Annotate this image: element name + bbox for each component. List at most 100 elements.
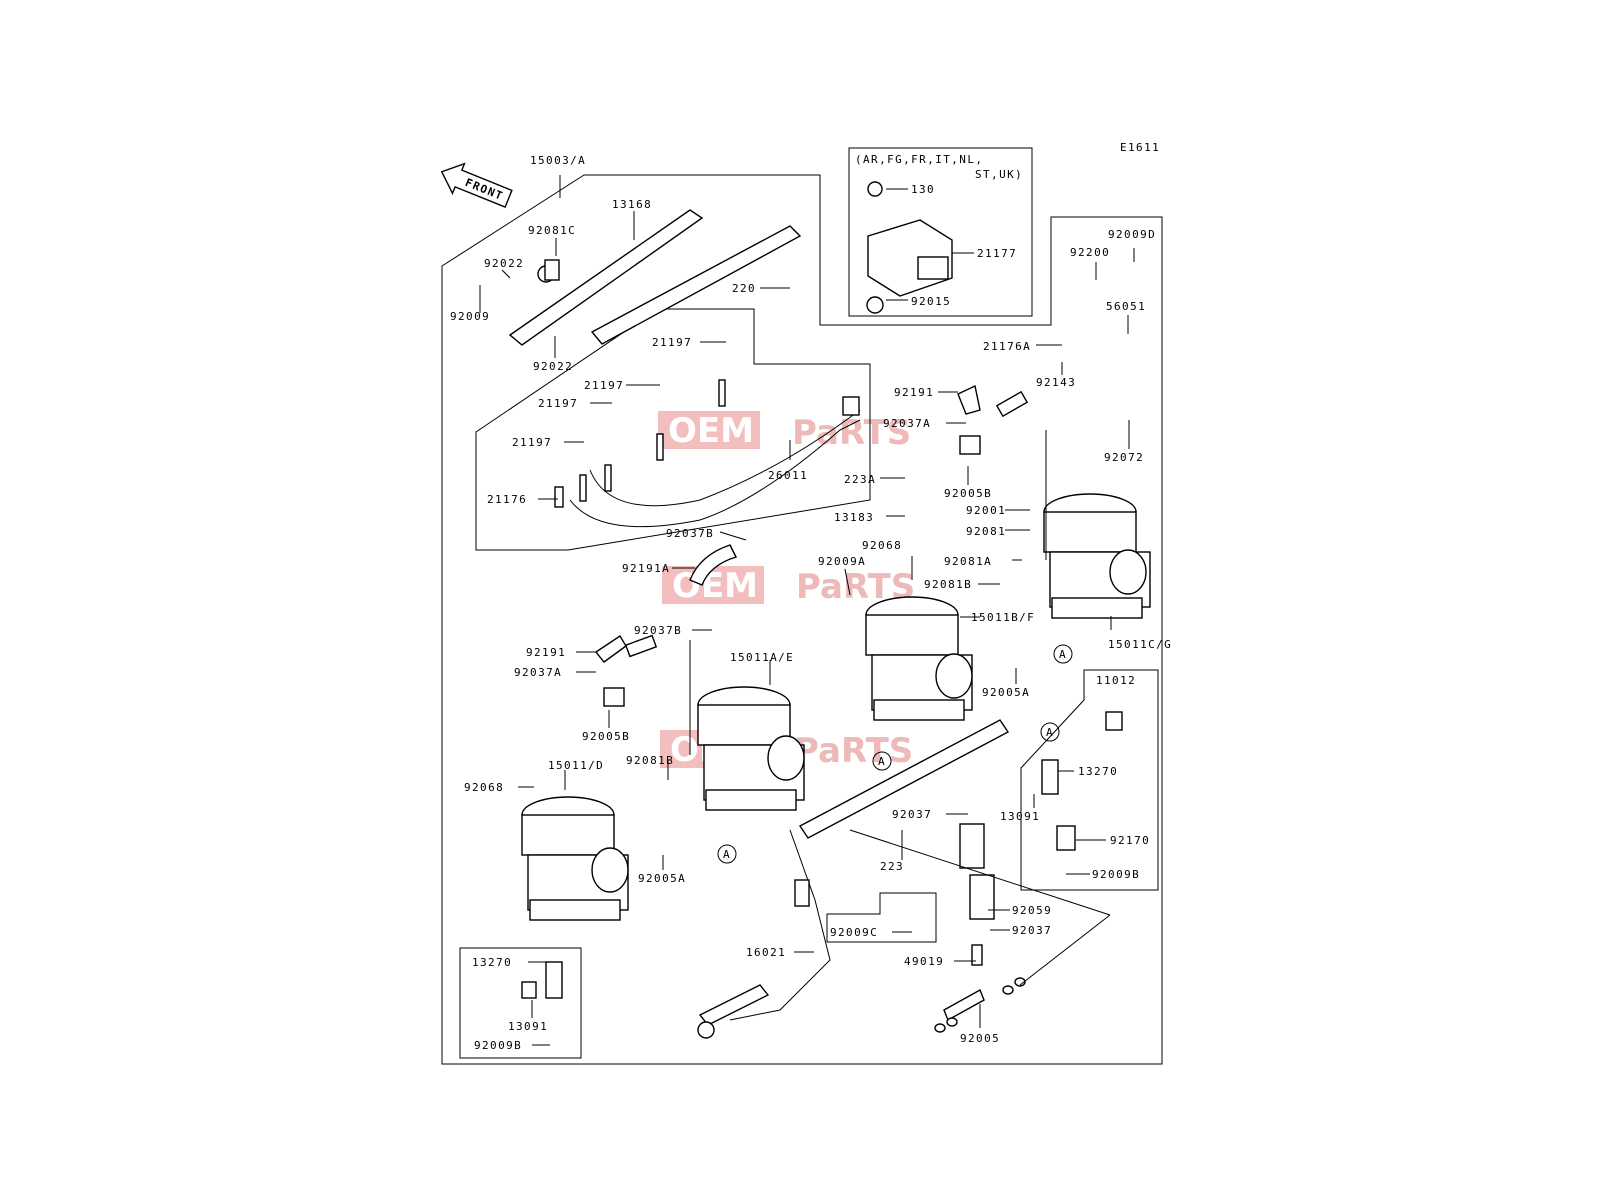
part-label: 130 bbox=[911, 183, 935, 196]
screw-sub-box bbox=[826, 892, 937, 943]
part-label: 49019 bbox=[904, 955, 944, 968]
watermark-2: OEM PaRTS bbox=[662, 566, 915, 607]
carburetor-3-icon bbox=[865, 596, 973, 721]
part-label: 16021 bbox=[746, 946, 786, 959]
part-label: 92143 bbox=[1036, 376, 1076, 389]
part-label: 15011C/G bbox=[1108, 638, 1172, 651]
carburetor-4-icon bbox=[1043, 493, 1151, 619]
choke-bracket-left bbox=[521, 961, 563, 999]
part-label: 92009 bbox=[450, 310, 490, 323]
leader-lines bbox=[479, 175, 1135, 1046]
wiring-sub-box bbox=[475, 308, 871, 551]
part-label: 92068 bbox=[862, 539, 902, 552]
part-label: 92015 bbox=[911, 295, 951, 308]
part-label: 92191 bbox=[894, 386, 934, 399]
part-label: 21197 bbox=[584, 379, 624, 392]
watermark-parts-text: PaRTS bbox=[794, 731, 913, 771]
watermark-1: OEM PaRTS bbox=[658, 411, 911, 453]
carburetor-2-icon bbox=[697, 686, 805, 811]
part-label: 92022 bbox=[484, 257, 524, 270]
part-label: 92005B bbox=[582, 730, 630, 743]
part-label: 92009B bbox=[474, 1039, 522, 1052]
part-label: 92037A bbox=[883, 417, 931, 430]
igniter-unit-icon bbox=[866, 181, 953, 314]
part-label: 92005A bbox=[638, 872, 686, 885]
part-label: 92009D bbox=[1108, 228, 1156, 241]
part-label: 92005A bbox=[982, 686, 1030, 699]
part-label: 21197 bbox=[512, 436, 552, 449]
part-label: 223 bbox=[880, 860, 904, 873]
part-label: 11012 bbox=[1096, 674, 1136, 687]
vent-hose-right bbox=[957, 384, 1029, 455]
part-label: 92059 bbox=[1012, 904, 1052, 917]
choke-plunger-sub-box bbox=[1020, 669, 1159, 891]
part-label: 13183 bbox=[834, 511, 874, 524]
part-label: 92009C bbox=[830, 926, 878, 939]
part-label: 92068 bbox=[464, 781, 504, 794]
part-label: 13168 bbox=[612, 198, 652, 211]
part-label: 13091 bbox=[1000, 810, 1040, 823]
part-label: 92200 bbox=[1070, 246, 1110, 259]
bracket-plate-front bbox=[508, 209, 802, 346]
part-label: 26011 bbox=[768, 469, 808, 482]
watermark-oem-text: OEM bbox=[672, 566, 758, 606]
variant-box bbox=[848, 147, 1033, 317]
part-label: 92081 bbox=[966, 525, 1006, 538]
watermark-oem-text: OEM bbox=[668, 411, 754, 451]
part-label: 92022 bbox=[533, 360, 573, 373]
circle-marker-4: A bbox=[1040, 722, 1060, 742]
part-label: 56051 bbox=[1106, 300, 1146, 313]
part-label: 13091 bbox=[508, 1020, 548, 1033]
part-label: 92191 bbox=[526, 646, 566, 659]
svg-text:A: A bbox=[723, 848, 731, 861]
throttle-cable bbox=[697, 829, 831, 1039]
main-assembly-frame bbox=[441, 174, 1163, 1065]
svg-text:A: A bbox=[1046, 726, 1054, 739]
watermark-oem-box bbox=[662, 566, 764, 604]
part-label: 92072 bbox=[1104, 451, 1144, 464]
vent-hose-left bbox=[594, 634, 658, 707]
fuel-tee-and-hoses bbox=[934, 823, 1026, 1033]
part-label: 220 bbox=[732, 282, 756, 295]
part-label: 92005B bbox=[944, 487, 992, 500]
part-label: 92001 bbox=[966, 504, 1006, 517]
part-label: 15011A/E bbox=[730, 651, 794, 664]
link-plate bbox=[798, 719, 1010, 839]
wiring-harness bbox=[554, 379, 861, 528]
circle-marker-1: A bbox=[1053, 644, 1073, 664]
front-arrow-icon: FRONT bbox=[440, 162, 513, 208]
part-label: 15011/D bbox=[548, 759, 604, 772]
svg-text:A: A bbox=[878, 755, 886, 768]
part-label: 15003/A bbox=[530, 154, 586, 167]
part-label: 15011B/F bbox=[971, 611, 1035, 624]
watermark-parts-text: PaRTS bbox=[792, 413, 911, 453]
part-label: 92005 bbox=[960, 1032, 1000, 1045]
part-label: 21197 bbox=[538, 397, 578, 410]
part-label: 92081A bbox=[944, 555, 992, 568]
part-label: 13270 bbox=[472, 956, 512, 969]
part-label: 92081B bbox=[924, 578, 972, 591]
part-label: 21176A bbox=[983, 340, 1031, 353]
part-label: 92009A bbox=[818, 555, 866, 568]
watermark-oem-box bbox=[658, 411, 760, 449]
part-label: 92009B bbox=[1092, 868, 1140, 881]
part-label: 92037B bbox=[666, 527, 714, 540]
part-label: 13270 bbox=[1078, 765, 1118, 778]
part-labels: 15003/A 13168 92081C 92022 92009 92022 2… bbox=[450, 154, 1172, 1052]
circle-marker-3: A bbox=[717, 844, 737, 864]
choke-bracket-right bbox=[1041, 711, 1123, 851]
part-label: 21177 bbox=[977, 247, 1017, 260]
part-label: 92037 bbox=[892, 808, 932, 821]
part-label: 92170 bbox=[1110, 834, 1150, 847]
part-label: 92037 bbox=[1012, 924, 1052, 937]
circle-marker-2: A bbox=[872, 751, 892, 771]
carburetor-1-icon bbox=[521, 796, 629, 921]
bracket-sub-box bbox=[459, 947, 582, 1059]
part-label: 92191A bbox=[622, 562, 670, 575]
variant-line-2: ST,UK) bbox=[975, 168, 1023, 181]
part-label: 92081C bbox=[528, 224, 576, 237]
part-label: 223A bbox=[844, 473, 876, 486]
part-label: 21176 bbox=[487, 493, 527, 506]
part-label: 92037B bbox=[634, 624, 682, 637]
